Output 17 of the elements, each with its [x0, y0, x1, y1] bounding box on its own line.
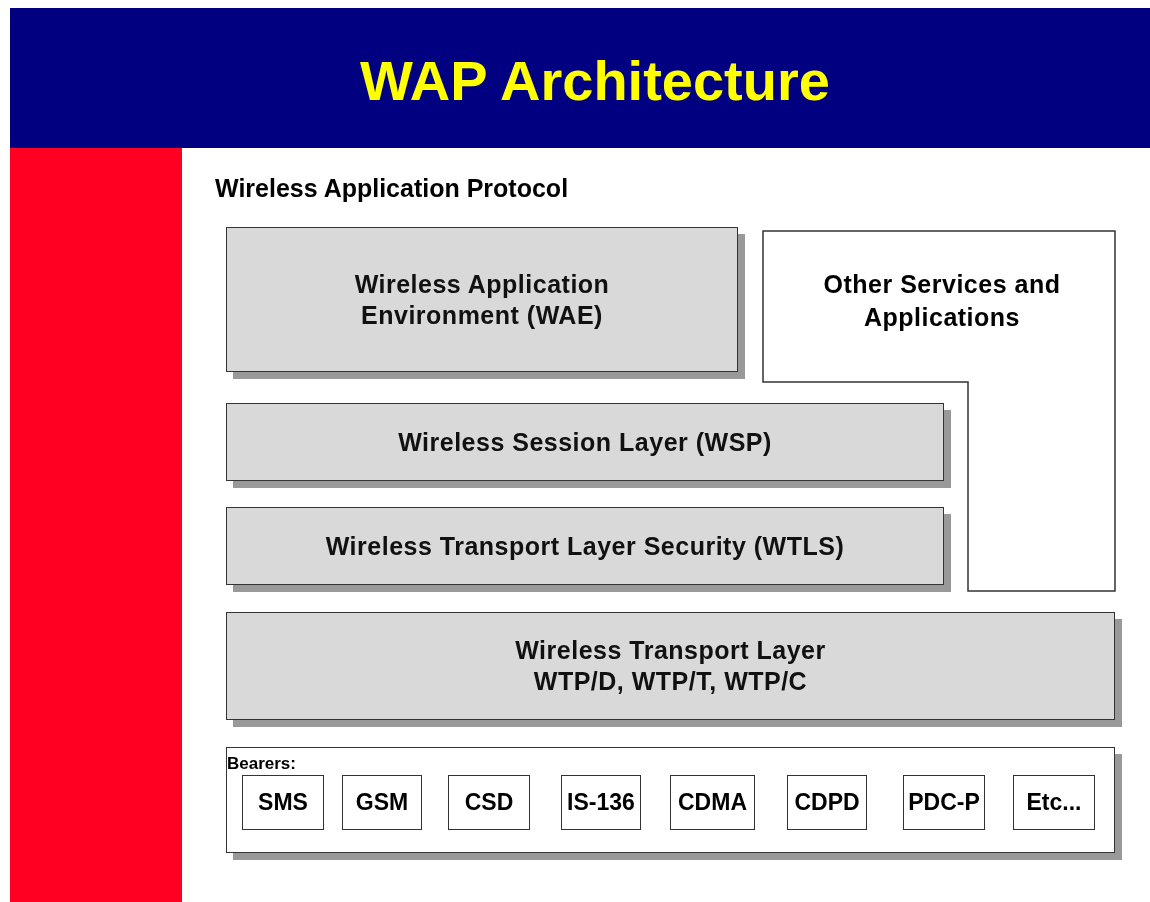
bearer-box: CDPD: [787, 775, 867, 830]
bearer-box: CDMA: [670, 775, 755, 830]
layer-name: WTP/D, WTP/T, WTP/C: [533, 666, 808, 697]
layer-name: Wireless Application Environment (WAE): [353, 268, 611, 331]
bearer-box: CSD: [448, 775, 530, 830]
subtitle: Wireless Application Protocol: [215, 174, 569, 203]
bearer-box: Etc...: [1013, 775, 1095, 830]
bearer-box: SMS: [242, 775, 324, 830]
bearer-box: GSM: [342, 775, 422, 830]
layer-name: Wireless Session Layer (WSP): [398, 426, 772, 458]
block-name: Other Services and Applications: [822, 269, 1062, 333]
bearer-box: PDC-P: [903, 775, 985, 830]
panel-heading: Bearers:: [227, 754, 296, 774]
title: WAP Architecture: [360, 48, 830, 113]
bearer-box: IS-136: [561, 775, 641, 830]
layer-name: Wireless Transport Layer Security (WTLS): [325, 530, 845, 562]
layer-name: Wireless Transport Layer: [515, 635, 826, 666]
